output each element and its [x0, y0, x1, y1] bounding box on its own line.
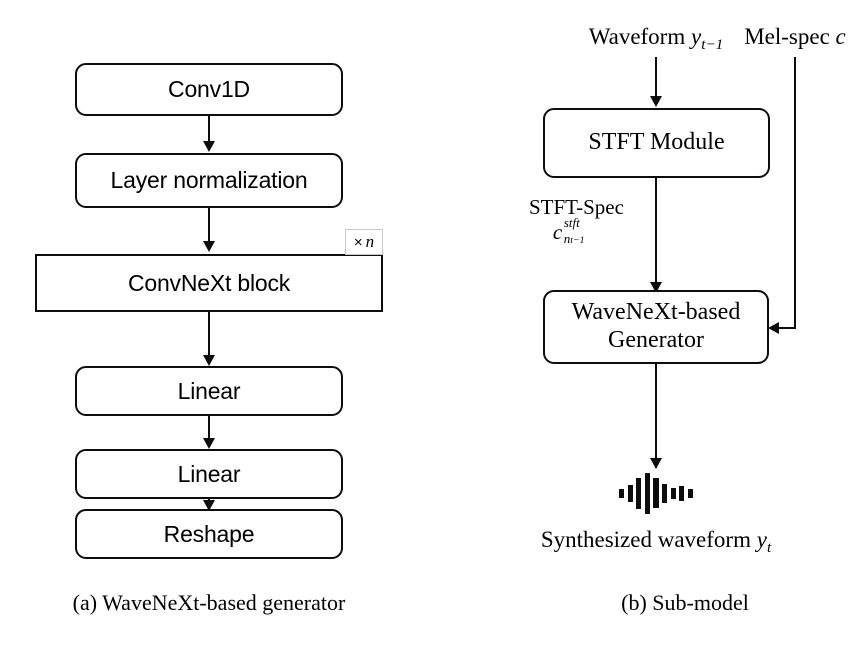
waveform-bar: [619, 488, 625, 498]
waveform-bar: [627, 484, 633, 502]
block-convnext-label: ConvNeXt block: [127, 269, 291, 296]
waveform-bar: [636, 477, 642, 509]
edge-layernorm-to-convnext: [207, 208, 211, 242]
waveform-bar: [687, 488, 693, 498]
repeat-count-badge: × n: [345, 229, 383, 255]
waveform-bar: [679, 485, 685, 501]
arrowhead-waveform-to-stft: [649, 96, 662, 107]
edge-linear1-to-linear2: [207, 416, 211, 439]
output-label-symbol: y: [756, 527, 767, 552]
block-stft-module[interactable]: STFT Module: [543, 108, 770, 178]
intermediate-label-subscript-group: nt−1: [563, 231, 585, 247]
intermediate-label-math: c stft nt−1: [552, 215, 600, 247]
input-label-mel-spec-symbol: c: [835, 24, 846, 49]
block-conv1d-label: Conv1D: [168, 76, 250, 103]
intermediate-label-stft-spec: STFT-Spec c stft nt−1: [529, 195, 624, 247]
block-wavenext-generator-label-line1: WaveNeXt-based: [571, 299, 741, 326]
block-conv1d[interactable]: Conv1D: [75, 63, 343, 116]
arrowhead-linear1-to-linear2: [202, 438, 215, 449]
intermediate-label-sub-subscript: t−1: [570, 235, 585, 247]
waveform-bar: [644, 472, 651, 514]
block-reshape[interactable]: Reshape: [75, 509, 343, 559]
input-label-mel-spec: Mel-spec c: [744, 24, 846, 50]
output-label-text: Synthesized waveform: [540, 527, 751, 552]
audio-waveform-icon: [608, 470, 704, 516]
block-convnext[interactable]: ConvNeXt block: [35, 254, 383, 312]
output-label-synthesized-waveform: Synthesized waveform yt: [540, 527, 772, 556]
arrowhead-conv1d-to-layernorm: [202, 141, 215, 152]
block-reshape-label: Reshape: [163, 520, 255, 547]
input-label-waveform: Waveform yt−1: [588, 24, 724, 53]
repeat-times-symbol: ×: [353, 233, 363, 251]
arrowhead-convnext-to-linear1: [202, 355, 215, 366]
input-label-mel-spec-text: Mel-spec: [744, 24, 830, 49]
arrowhead-layernorm-to-convnext: [202, 241, 215, 252]
input-label-waveform-symbol: y: [690, 24, 702, 49]
waveform-bar: [661, 483, 668, 503]
arrowhead-linear2-to-reshape: [202, 500, 215, 511]
block-linear-1[interactable]: Linear: [75, 366, 343, 416]
block-wavenext-generator-label-line2: Generator: [608, 327, 704, 353]
edge-generator-to-output: [655, 364, 658, 468]
caption-panel-b: (b) Sub-model: [621, 590, 749, 615]
edge-convnext-to-linear1: [207, 312, 211, 356]
intermediate-label-subscript: n: [563, 231, 571, 247]
block-wavenext-generator[interactable]: WaveNeXt-based Generator: [543, 290, 769, 364]
arrowhead-melspec-to-generator: [768, 321, 779, 334]
input-label-waveform-text: Waveform: [588, 24, 686, 49]
arrowhead-generator-to-output: [649, 458, 662, 469]
repeat-count-symbol: n: [365, 232, 375, 251]
block-linear-1-label: Linear: [177, 377, 241, 404]
edge-melspec-vertical: [794, 57, 797, 329]
edge-conv1d-to-layernorm: [207, 116, 211, 142]
block-linear-2-label: Linear: [177, 460, 241, 487]
block-layer-normalization[interactable]: Layer normalization: [75, 153, 343, 208]
edge-waveform-to-stft: [655, 57, 658, 99]
caption-panel-a: (a) WaveNeXt-based generator: [72, 590, 346, 615]
edge-melspec-horizontal: [779, 327, 796, 330]
input-label-waveform-subscript: t−1: [701, 35, 724, 53]
intermediate-label-symbol: c: [552, 219, 563, 244]
arrowhead-stft-to-generator: [649, 282, 662, 293]
output-label-subscript: t: [766, 538, 772, 556]
block-linear-2[interactable]: Linear: [75, 449, 343, 499]
intermediate-label-text: STFT-Spec: [529, 195, 624, 219]
waveform-bar: [670, 487, 676, 499]
edge-stft-to-generator: [655, 178, 658, 286]
intermediate-label-superscript: stft: [563, 214, 580, 230]
waveform-bar: [653, 478, 659, 508]
block-stft-module-label: STFT Module: [588, 129, 725, 156]
block-layer-normalization-label: Layer normalization: [110, 167, 308, 194]
